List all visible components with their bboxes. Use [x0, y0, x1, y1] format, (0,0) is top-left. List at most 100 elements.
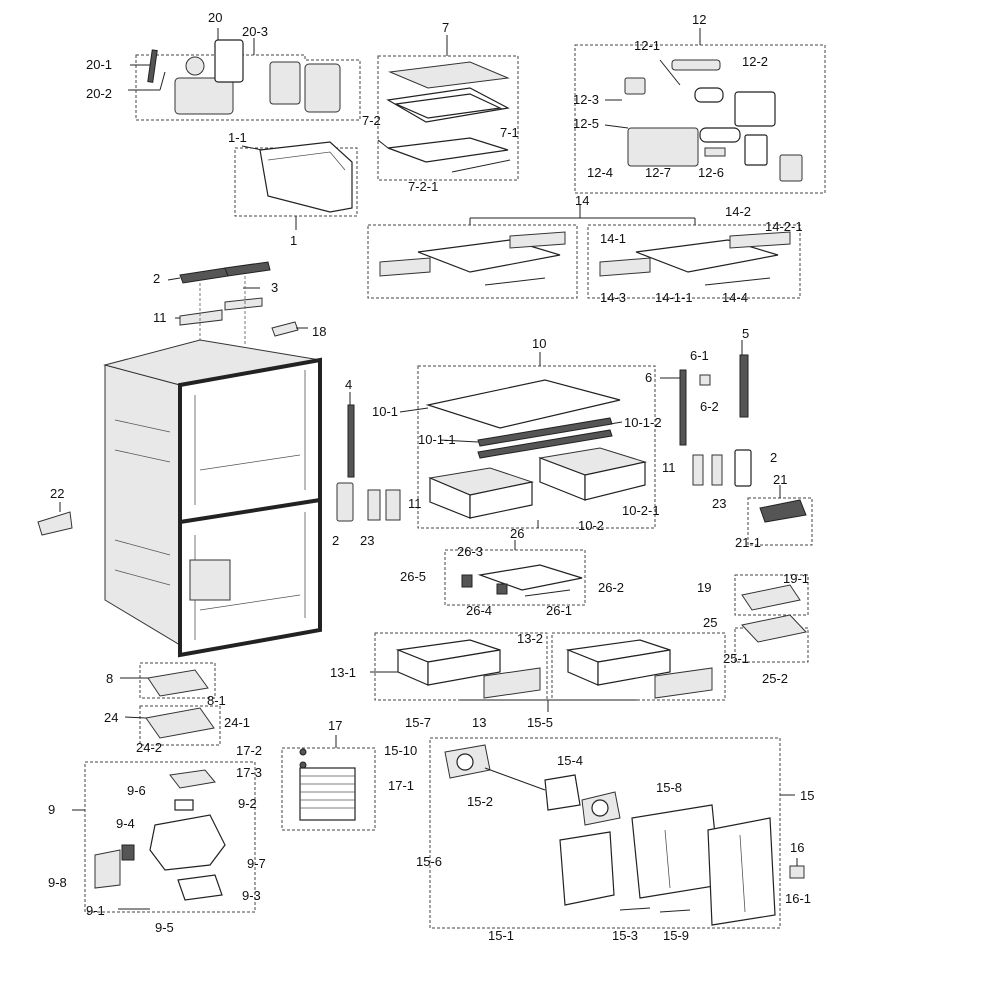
- label-15: 15: [800, 788, 814, 803]
- label-2-left: 2: [332, 533, 339, 548]
- label-26-5: 26-5: [400, 569, 426, 584]
- group-13: [370, 632, 726, 712]
- label-1-1: 1-1: [228, 130, 247, 145]
- label-14-4: 14-4: [722, 290, 748, 305]
- label-24-1: 24-1: [224, 715, 250, 730]
- label-11-left: 11: [408, 496, 422, 511]
- label-7-1: 7-1: [500, 125, 519, 140]
- label-9-8: 9-8: [48, 875, 67, 890]
- label-2-right: 2: [770, 450, 777, 465]
- label-9-3: 9-3: [242, 888, 261, 903]
- group-10: [399, 352, 656, 529]
- label-2-top: 2: [153, 271, 160, 286]
- label-18: 18: [312, 324, 326, 339]
- label-24: 24: [104, 710, 118, 725]
- label-19: 19: [697, 580, 711, 595]
- group-14: [367, 205, 801, 299]
- label-20-1: 20-1: [86, 57, 112, 72]
- group-8: [120, 662, 216, 699]
- label-19-1: 19-1: [783, 571, 809, 586]
- label-10: 10: [532, 336, 546, 351]
- label-10-1: 10-1: [372, 404, 398, 419]
- group-20: [128, 28, 361, 121]
- group-left-strips: [336, 392, 401, 522]
- group-21: [747, 485, 813, 546]
- label-13: 13: [472, 715, 486, 730]
- label-23-right: 23: [712, 496, 726, 511]
- label-15-8: 15-8: [656, 780, 682, 795]
- label-13-1: 13-1: [330, 665, 356, 680]
- label-16: 16: [790, 840, 804, 855]
- refrigerator-cabinet: [103, 339, 322, 658]
- label-20: 20: [208, 10, 222, 25]
- label-26-4: 26-4: [466, 603, 492, 618]
- label-21-1: 21-1: [735, 535, 761, 550]
- label-15-2: 15-2: [467, 794, 493, 809]
- label-15-9: 15-9: [663, 928, 689, 943]
- label-6: 6: [645, 370, 652, 385]
- label-14-1: 14-1: [600, 231, 626, 246]
- label-10-2-1: 10-2-1: [622, 503, 660, 518]
- label-15-7: 15-7: [405, 715, 431, 730]
- label-9-5: 9-5: [155, 920, 174, 935]
- label-14-2: 14-2: [725, 204, 751, 219]
- label-12-6: 12-6: [698, 165, 724, 180]
- label-25-2: 25-2: [762, 671, 788, 686]
- label-9-2: 9-2: [238, 796, 257, 811]
- label-11-top: 11: [153, 310, 167, 325]
- label-11-right: 11: [662, 460, 676, 475]
- label-12-7: 12-7: [645, 165, 671, 180]
- label-15-6: 15-6: [416, 854, 442, 869]
- label-13-2: 13-2: [517, 631, 543, 646]
- label-4: 4: [345, 377, 352, 392]
- label-12-1: 12-1: [634, 38, 660, 53]
- label-24-2: 24-2: [136, 740, 162, 755]
- label-8: 8: [106, 671, 113, 686]
- group-17: [281, 735, 376, 831]
- group-26: [444, 540, 586, 606]
- group-9: [72, 761, 256, 913]
- label-9-6: 9-6: [127, 783, 146, 798]
- label-15-1: 15-1: [488, 928, 514, 943]
- label-26-2: 26-2: [598, 580, 624, 595]
- label-16-1: 16-1: [785, 891, 811, 906]
- label-1: 1: [290, 233, 297, 248]
- label-15-4: 15-4: [557, 753, 583, 768]
- label-17-2: 17-2: [236, 743, 262, 758]
- label-9-1: 9-1: [86, 903, 105, 918]
- label-8-1: 8-1: [207, 693, 226, 708]
- label-9: 9: [48, 802, 55, 817]
- label-10-2: 10-2: [578, 518, 604, 533]
- label-20-3: 20-3: [242, 24, 268, 39]
- label-17-3: 17-3: [236, 765, 262, 780]
- label-10-1-2: 10-1-2: [624, 415, 662, 430]
- label-12-4: 12-4: [587, 165, 613, 180]
- label-7: 7: [442, 20, 449, 35]
- label-26: 26: [510, 526, 524, 541]
- label-17: 17: [328, 718, 342, 733]
- label-7-2-1: 7-2-1: [408, 179, 438, 194]
- label-23-left: 23: [360, 533, 374, 548]
- label-9-4: 9-4: [116, 816, 135, 831]
- label-10-1-1: 10-1-1: [418, 432, 456, 447]
- label-12-5: 12-5: [573, 116, 599, 131]
- label-15-10: 15-10: [384, 743, 417, 758]
- label-15-3: 15-3: [612, 928, 638, 943]
- label-3: 3: [271, 280, 278, 295]
- group-19: [734, 574, 809, 616]
- group-7: [377, 35, 519, 181]
- label-26-1: 26-1: [546, 603, 572, 618]
- group-12: [574, 28, 826, 194]
- label-22: 22: [50, 486, 64, 501]
- group-right-strips: [660, 340, 752, 487]
- label-14: 14: [575, 193, 589, 208]
- part-22: [37, 502, 73, 536]
- label-5: 5: [742, 326, 749, 341]
- label-14-1-1: 14-1-1: [655, 290, 693, 305]
- group-15: [429, 737, 795, 929]
- label-26-3: 26-3: [457, 544, 483, 559]
- label-6-1: 6-1: [690, 348, 709, 363]
- label-14-2-1: 14-2-1: [765, 219, 803, 234]
- label-9-7: 9-7: [247, 856, 266, 871]
